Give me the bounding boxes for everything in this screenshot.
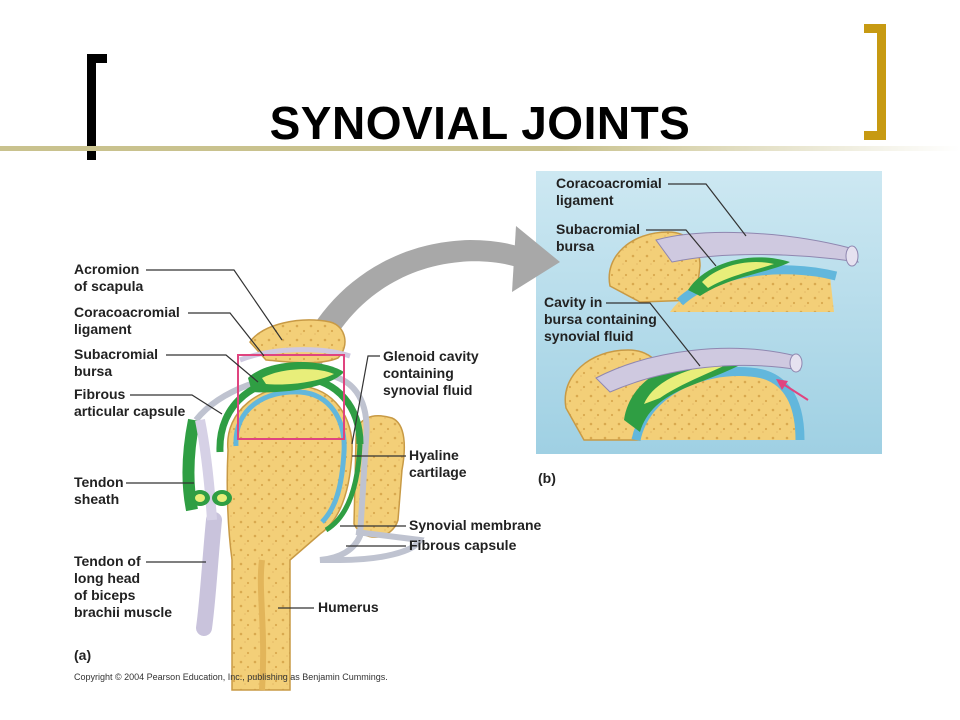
inset-upper-detail <box>608 231 859 312</box>
shoulder-illustration <box>182 319 425 691</box>
inset-leader-bursa <box>646 229 717 267</box>
right-labels: Glenoid cavity containing synovial fluid… <box>278 348 541 615</box>
inset-label-coracoacromial-ligament: Coracoacromial ligament <box>556 175 666 208</box>
inset-bursa-fluid-upper <box>702 262 774 288</box>
panel-b-tag: (b) <box>538 470 556 486</box>
inset-humerus-top <box>670 269 834 312</box>
synovial-membrane-lower <box>324 443 363 533</box>
leader-subacromial-bursa <box>166 354 259 383</box>
panel-a-tag: (a) <box>74 647 91 663</box>
inset-red-arrowhead <box>776 379 788 390</box>
inset-bursa-upper <box>688 257 790 296</box>
label-biceps-tendon: Tendon of long head of biceps brachii mu… <box>74 553 172 620</box>
inset-label-subacromial-bursa: Subacromial bursa <box>556 221 644 254</box>
label-fibrous-capsule: Fibrous capsule <box>409 537 517 553</box>
humerus-marrow-line <box>257 559 267 691</box>
tendon-sheath-fluid-right <box>217 494 227 502</box>
title-rule <box>0 146 560 151</box>
magnified-region-box <box>237 354 345 440</box>
label-hyaline-cartilage: Hyaline cartilage <box>409 447 467 480</box>
inset-lower-detail <box>564 347 809 442</box>
label-fibrous-articular-capsule: Fibrous articular capsule <box>74 386 185 419</box>
inset-label-bursa-cavity: Cavity in bursa containing synovial flui… <box>544 294 661 344</box>
inset-panel-b: Coracoacromial ligament Subacromial burs… <box>536 171 882 454</box>
label-synovial-membrane: Synovial membrane <box>409 517 541 533</box>
biceps-tendon <box>196 512 222 636</box>
label-tendon-sheath: Tendon sheath <box>74 474 127 507</box>
left-bracket-decoration <box>87 54 107 160</box>
label-subacromial-bursa: Subacromial bursa <box>74 346 162 379</box>
leader-acromion <box>146 269 283 341</box>
inset-leader-cavity <box>606 302 701 367</box>
leader-glenoid-cavity <box>351 355 380 445</box>
inset-leader-ligament <box>668 183 747 237</box>
leader-coracoacromial <box>188 312 265 357</box>
leader-fibrous-articular-capsule <box>130 394 223 415</box>
right-bracket-decoration <box>864 24 886 140</box>
subacromial-bursa-fluid <box>262 369 334 385</box>
title-rule-fade <box>560 146 960 151</box>
tendon-sheath-green <box>182 418 200 512</box>
label-acromion: Acromion of scapula <box>74 261 143 294</box>
copyright-notice: Copyright © 2004 Pearson Education, Inc.… <box>74 672 388 682</box>
humerus-bone <box>226 385 353 691</box>
inset-ligament-cut-lower <box>789 353 803 373</box>
inset-bursa-fluid-lower <box>644 362 732 404</box>
magnify-arrow-head <box>512 226 560 292</box>
label-glenoid-cavity: Glenoid cavity containing synovial fluid <box>383 348 483 398</box>
biceps-tendon-upper <box>195 419 217 521</box>
left-labels: Acromion of scapula Coracoacromial ligam… <box>74 261 283 620</box>
label-humerus: Humerus <box>318 599 379 615</box>
coracoacromial-ligament <box>239 347 351 363</box>
acromion-bone <box>249 319 346 364</box>
label-coracoacromial-ligament: Coracoacromial ligament <box>74 304 184 337</box>
slide-title: SYNOVIAL JOINTS <box>269 97 691 149</box>
tendon-sheath-fluid-left <box>195 494 205 502</box>
hyaline-cartilage <box>233 389 347 524</box>
inset-ligament-cut-upper <box>845 245 859 267</box>
